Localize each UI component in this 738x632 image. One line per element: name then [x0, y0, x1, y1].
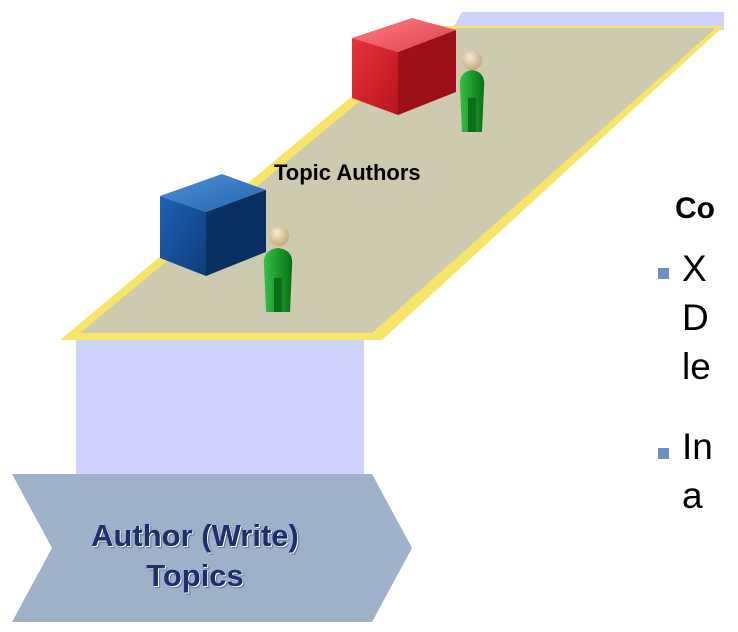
bullet-square-icon: [658, 268, 669, 279]
bullet-text: In a: [682, 422, 713, 520]
back-column-top: [452, 12, 724, 30]
bullet-item: X D le: [658, 244, 738, 394]
bullet-line: X: [682, 248, 707, 289]
bullet-line: a: [682, 475, 703, 516]
person-icon: [263, 226, 293, 312]
bullet-line: le: [682, 346, 711, 387]
bullet-item: In a: [658, 422, 738, 522]
chevron-label-line-2: Topics: [146, 558, 244, 593]
chevron-label-line-1: Author (Write): [91, 518, 299, 553]
person-icon: [459, 50, 485, 132]
process-chevron: [12, 474, 412, 622]
bullet-line: In: [682, 426, 713, 467]
red-cube-icon: [352, 18, 456, 115]
bullet-square-icon: [658, 448, 669, 459]
front-column: [76, 340, 364, 474]
side-heading: Co: [675, 192, 715, 225]
blue-cube-icon: [160, 174, 266, 276]
bullet-line: D: [682, 297, 709, 338]
bullet-text: X D le: [682, 244, 711, 391]
platform-label: Topic Authors: [274, 160, 421, 185]
chevron-label: Author (Write) Topics: [62, 516, 328, 596]
